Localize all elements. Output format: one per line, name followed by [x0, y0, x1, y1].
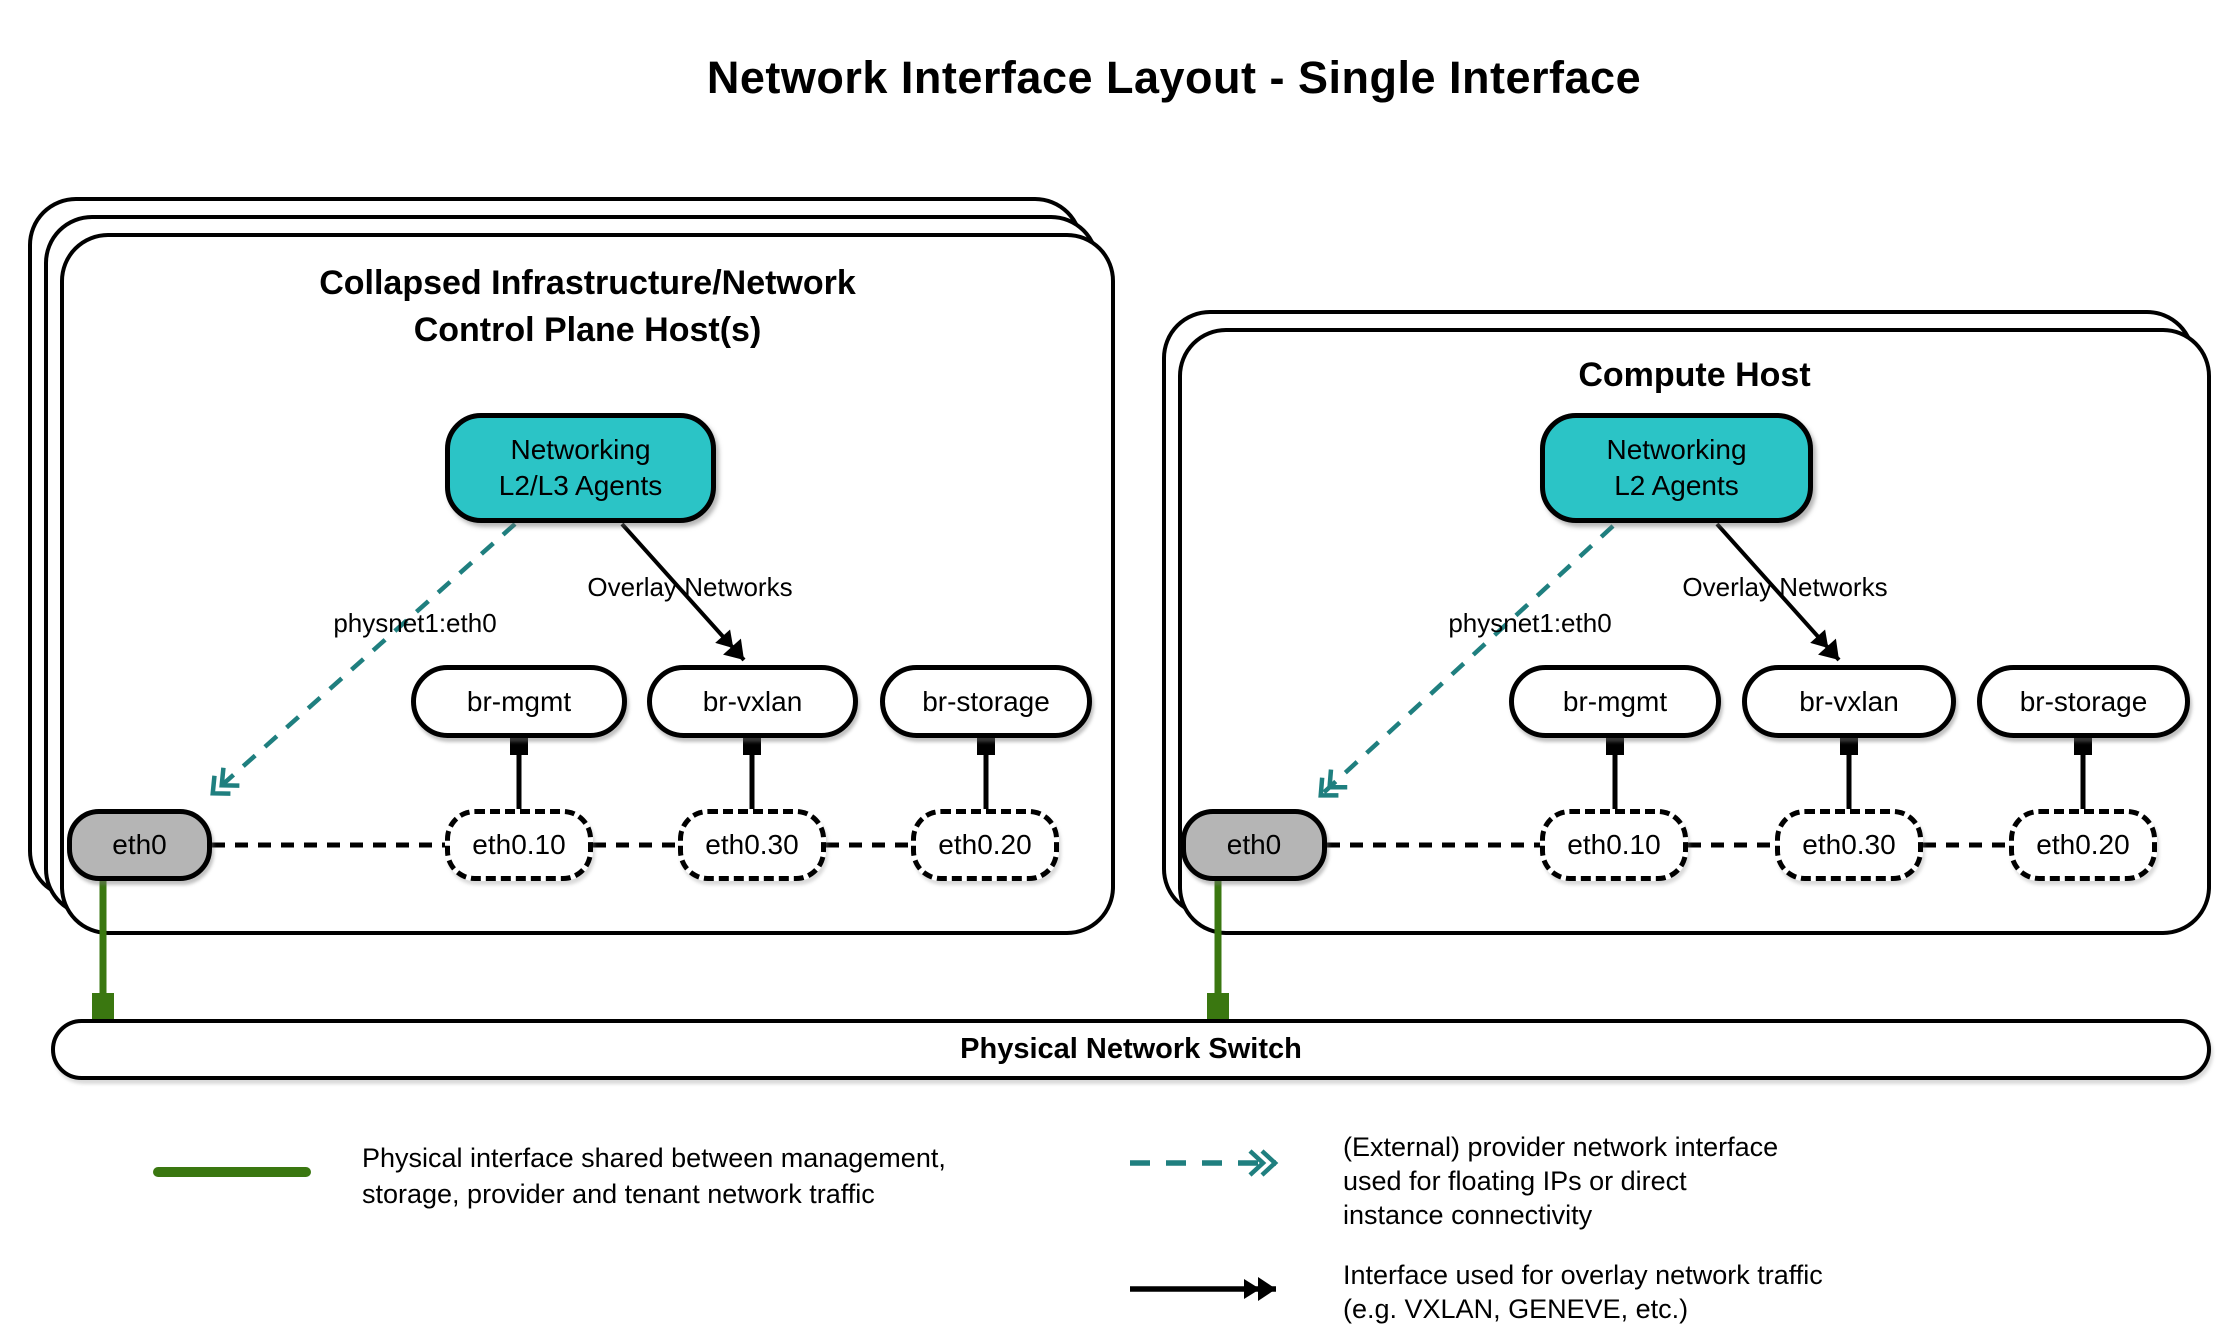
left-physnet-arrow-label: physnet1:eth0 — [333, 608, 497, 638]
right-vlan-node-eth0-10: eth0.10 — [1540, 809, 1688, 881]
right-bridge-node-br-vxlan: br-vxlan — [1742, 665, 1956, 738]
compute-host-title: Compute Host — [1178, 352, 2211, 399]
left-vlan-node-eth0-20: eth0.20 — [911, 809, 1059, 881]
left-agent-node: Networking L2/L3 Agents — [445, 413, 716, 523]
left-bridge-node-br-mgmt: br-mgmt — [411, 665, 627, 738]
legend-overlay-text: Interface used for overlay network traff… — [1343, 1258, 1823, 1326]
compute-host-title-line1: Compute Host — [1578, 356, 1811, 394]
collapsed-host-title: Collapsed Infrastructure/Network Control… — [60, 260, 1115, 354]
right-agent-line1: Networking — [1606, 434, 1747, 465]
collapsed-host-title-line1: Collapsed Infrastructure/Network — [319, 264, 856, 302]
right-vlan-node-eth0-30: eth0.30 — [1775, 809, 1923, 881]
left-overlay-arrow-label: Overlay Networks — [587, 572, 793, 602]
right-overlay-arrow-label: Overlay Networks — [1682, 572, 1888, 602]
physical-network-switch-label: Physical Network Switch — [960, 1033, 1302, 1065]
legend-physical-line1: Physical interface shared between manage… — [362, 1143, 946, 1173]
left-eth0-node: eth0 — [67, 809, 212, 881]
collapsed-host-title-line2: Control Plane Host(s) — [413, 311, 762, 349]
left-agent-line2: L2/L3 Agents — [498, 470, 663, 501]
legend-provider-line1: (External) provider network interface — [1343, 1132, 1779, 1162]
legend-physical-line2: storage, provider and tenant network tra… — [362, 1179, 875, 1209]
right-vlan-node-eth0-20: eth0.20 — [2009, 809, 2157, 881]
legend-overlay-line2: (e.g. VXLAN, GENEVE, etc.) — [1343, 1294, 1689, 1324]
left-bridge-node-br-vxlan: br-vxlan — [647, 665, 858, 738]
left-vlan-node-eth0-10: eth0.10 — [445, 809, 593, 881]
right-bridge-node-br-mgmt: br-mgmt — [1509, 665, 1721, 738]
legend-provider-text: (External) provider network interface us… — [1343, 1130, 1778, 1232]
right-bridge-node-br-storage: br-storage — [1977, 665, 2190, 738]
right-physnet-arrow-label: physnet1:eth0 — [1448, 608, 1612, 638]
right-agent-line2: L2 Agents — [1614, 470, 1739, 501]
legend-overlay-line1: Interface used for overlay network traff… — [1343, 1260, 1823, 1290]
legend-provider-line3: instance connectivity — [1343, 1200, 1593, 1230]
page-title: Network Interface Layout - Single Interf… — [706, 52, 1642, 103]
physical-network-switch-bar: Physical Network Switch — [51, 1019, 2211, 1080]
right-agent-node: Networking L2 Agents — [1540, 413, 1813, 523]
left-vlan-node-eth0-30: eth0.30 — [678, 809, 826, 881]
left-agent-line1: Networking — [510, 434, 651, 465]
legend-provider-line2: used for floating IPs or direct — [1343, 1166, 1687, 1196]
right-eth0-node: eth0 — [1181, 809, 1327, 881]
legend-physical-text: Physical interface shared between manage… — [362, 1140, 946, 1212]
left-bridge-node-br-storage: br-storage — [880, 665, 1092, 738]
